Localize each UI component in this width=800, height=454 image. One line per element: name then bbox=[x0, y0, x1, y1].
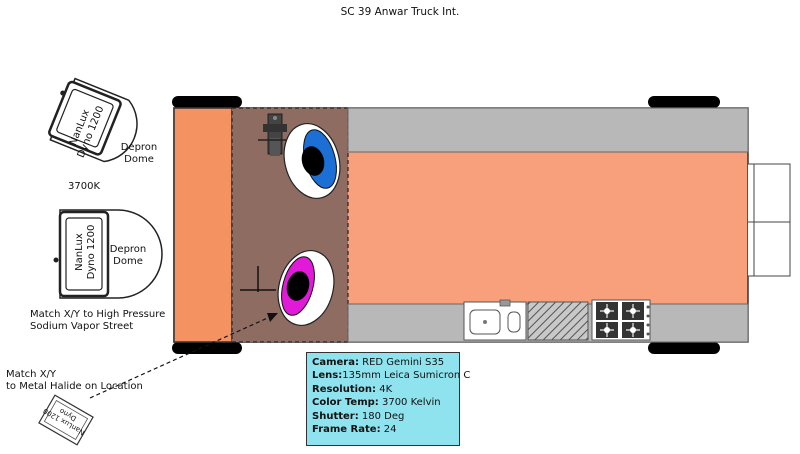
sink bbox=[463, 299, 527, 341]
light-beam bbox=[89, 315, 273, 399]
top-counter bbox=[347, 107, 749, 153]
rear-doors bbox=[748, 163, 791, 277]
cab-area bbox=[173, 107, 233, 343]
light-2-note: Match X/Y to High Pressure Sodium Vapor … bbox=[30, 309, 166, 332]
wheel-front-left bbox=[172, 96, 242, 108]
actor-blue bbox=[283, 123, 341, 199]
actor-magenta bbox=[277, 250, 335, 326]
beam-arrowhead bbox=[267, 313, 278, 322]
info-row: Camera: RED Gemini S35 bbox=[312, 357, 445, 368]
light-2-diffusion: Depron Dome bbox=[109, 244, 147, 267]
light-1-note: 3700K bbox=[68, 181, 101, 192]
light-1 bbox=[48, 77, 138, 163]
info-row: Frame Rate: 24 bbox=[312, 424, 397, 436]
light-1-diffusion: Depron Dome bbox=[120, 142, 158, 165]
stove bbox=[591, 299, 651, 341]
light-2-model: Dyno 1200 bbox=[86, 224, 97, 280]
info-row: Lens:135mm Leica Sumicron C bbox=[312, 370, 471, 382]
info-row: Resolution: 4K bbox=[312, 383, 393, 395]
info-row: Color Temp: 3700 Kelvin bbox=[312, 397, 441, 409]
wheel-front-right bbox=[172, 342, 242, 354]
camera-info-box: Camera: RED Gemini S35 Lens:135mm Leica … bbox=[306, 352, 471, 446]
hatched-board bbox=[527, 301, 589, 341]
light-2-label: NanLux Dyno 1200 bbox=[74, 210, 98, 294]
wheel-rear-right bbox=[648, 342, 720, 354]
light-3 bbox=[38, 394, 94, 446]
light-2 bbox=[53, 209, 163, 299]
page-title: SC 39 Anwar Truck Int. bbox=[340, 6, 460, 18]
light-3-note: Match X/Y to Metal Halide on Location bbox=[6, 369, 143, 392]
light-2-brand: NanLux bbox=[74, 233, 85, 271]
mark-t bbox=[240, 266, 276, 292]
camera-rig bbox=[258, 113, 292, 156]
wheel-rear-left bbox=[648, 96, 720, 108]
info-row: Shutter: 180 Deg bbox=[312, 410, 405, 422]
